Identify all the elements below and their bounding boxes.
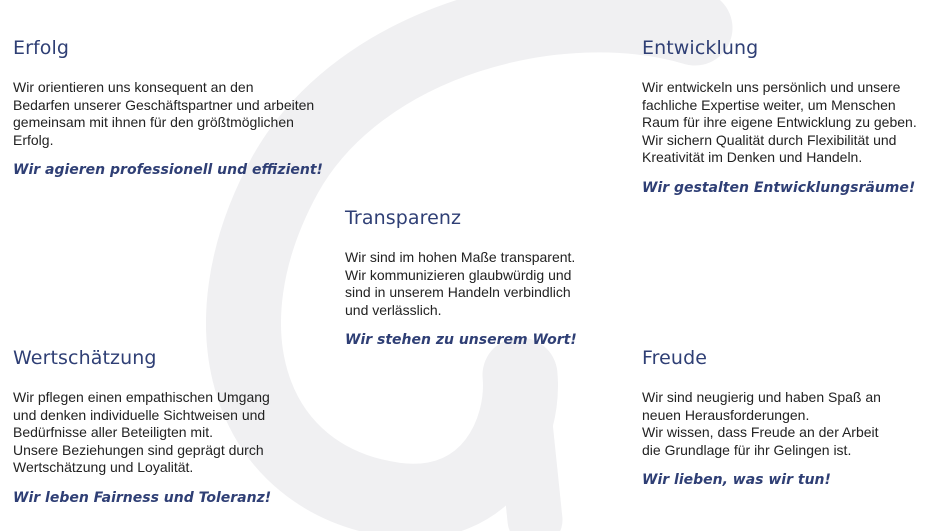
value-title-erfolg: Erfolg (13, 37, 70, 59)
value-text-entwicklung: Wir entwickeln uns persönlich und unsere… (642, 79, 917, 165)
value-text-wertschaetzung: Wir pflegen einen empathischen Umgang un… (13, 389, 270, 475)
value-motto-transparenz: Wir stehen zu unserem Wort! (345, 332, 577, 348)
value-text-transparenz: Wir sind im hohen Maße transparent. Wir … (345, 249, 576, 318)
value-block-transparenz: Transparenz Wir sind im hohen Maße trans… (345, 206, 605, 350)
value-block-erfolg: Erfolg Wir orientieren uns konsequent an… (13, 36, 343, 180)
value-text-erfolg: Wir orientieren uns konsequent an den Be… (13, 79, 315, 148)
value-motto-freude: Wir lieben, was wir tun! (642, 472, 831, 488)
value-motto-wertschaetzung: Wir leben Fairness und Toleranz! (13, 489, 272, 506)
value-title-freude: Freude (642, 347, 708, 369)
value-block-wertschaetzung: Wertschätzung Wir pflegen einen empathis… (13, 346, 313, 508)
value-motto-erfolg: Wir agieren professionell und effizient! (13, 162, 323, 178)
value-motto-entwicklung: Wir gestalten Entwicklungsräume! (642, 179, 916, 196)
value-text-freude: Wir sind neugierig und haben Spaß an neu… (642, 389, 881, 458)
value-title-transparenz: Transparenz (345, 207, 462, 229)
value-title-wertschaetzung: Wertschätzung (13, 347, 157, 369)
value-block-freude: Freude Wir sind neugierig und haben Spaß… (642, 346, 922, 490)
value-title-entwicklung: Entwicklung (642, 37, 759, 59)
value-block-entwicklung: Entwicklung Wir entwickeln uns persönlic… (642, 36, 937, 198)
